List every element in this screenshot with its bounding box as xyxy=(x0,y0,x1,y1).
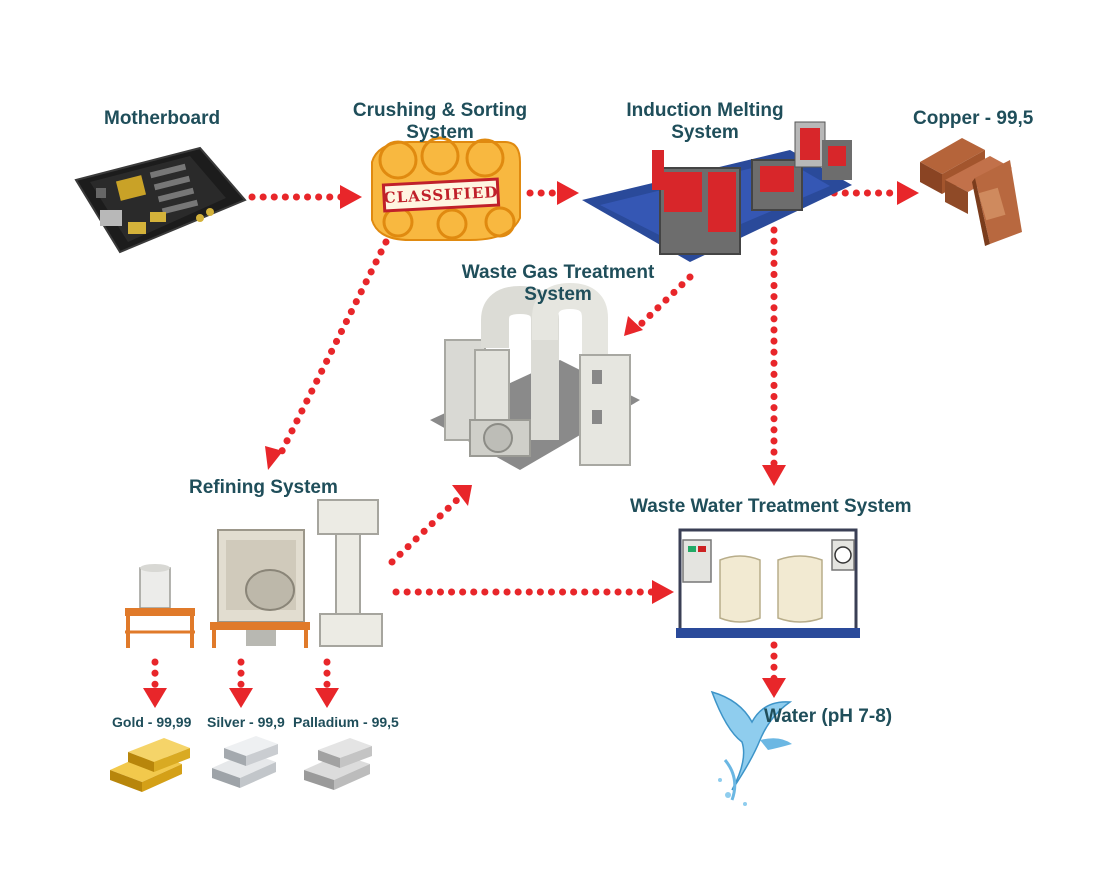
arrow-crushing-to-melting xyxy=(526,181,579,205)
water-splash-image xyxy=(710,690,793,806)
label-waste-water: Waste Water Treatment System xyxy=(630,496,912,517)
label-melting-line1: Induction Melting xyxy=(626,100,784,121)
label-melting: Induction Melting System xyxy=(626,100,784,144)
arrow-motherboard-to-crushing xyxy=(248,185,362,209)
label-waste-gas: Waste Gas Treatment System xyxy=(462,262,655,306)
label-motherboard: Motherboard xyxy=(104,108,221,129)
label-crushing-line2: System xyxy=(406,122,474,143)
label-copper: Copper - 99,5 xyxy=(913,108,1034,129)
refining-machines-image xyxy=(125,499,383,648)
arrow-melting-to-copper xyxy=(819,181,919,205)
silver-bars-image xyxy=(212,736,278,788)
label-waste-gas-line1: Waste Gas Treatment xyxy=(461,262,655,283)
palladium-bars-image xyxy=(304,738,372,790)
gold-bars-image xyxy=(110,738,190,792)
label-refining: Refining System xyxy=(189,477,338,498)
label-gold: Gold - 99,99 xyxy=(112,714,192,730)
motherboard-image xyxy=(74,146,247,254)
arrow-refining-to-silver xyxy=(229,658,253,708)
arrow-refining-to-waste-water xyxy=(392,580,674,604)
label-melting-line2: System xyxy=(671,122,739,143)
arrow-refining-to-gold xyxy=(143,658,167,708)
copper-bars-image xyxy=(920,138,1022,246)
classified-stamp: CLASSIFIED xyxy=(383,183,498,207)
arrow-melting-to-waste-gas xyxy=(624,273,694,336)
label-crushing-line1: Crushing & Sorting xyxy=(352,100,528,121)
arrow-waste-water-to-water xyxy=(762,641,786,698)
waste-gas-scrubber-image xyxy=(430,282,640,470)
arrow-refining-to-waste-gas xyxy=(388,485,472,566)
arrow-melting-to-waste-water xyxy=(762,226,786,486)
label-silver: Silver - 99,9 xyxy=(207,714,285,730)
label-palladium: Palladium - 99,5 xyxy=(293,714,399,730)
arrow-crushing-to-refining xyxy=(265,238,390,470)
arrow-refining-to-palladium xyxy=(315,658,339,708)
induction-melting-image xyxy=(582,121,852,262)
label-crushing: Crushing & Sorting System xyxy=(352,100,528,144)
label-water: Water (pH 7-8) xyxy=(764,706,893,727)
waste-water-plant-image xyxy=(676,528,860,638)
crushing-machine-image: CLASSIFIED xyxy=(371,136,521,241)
label-waste-gas-line2: System xyxy=(524,284,592,305)
